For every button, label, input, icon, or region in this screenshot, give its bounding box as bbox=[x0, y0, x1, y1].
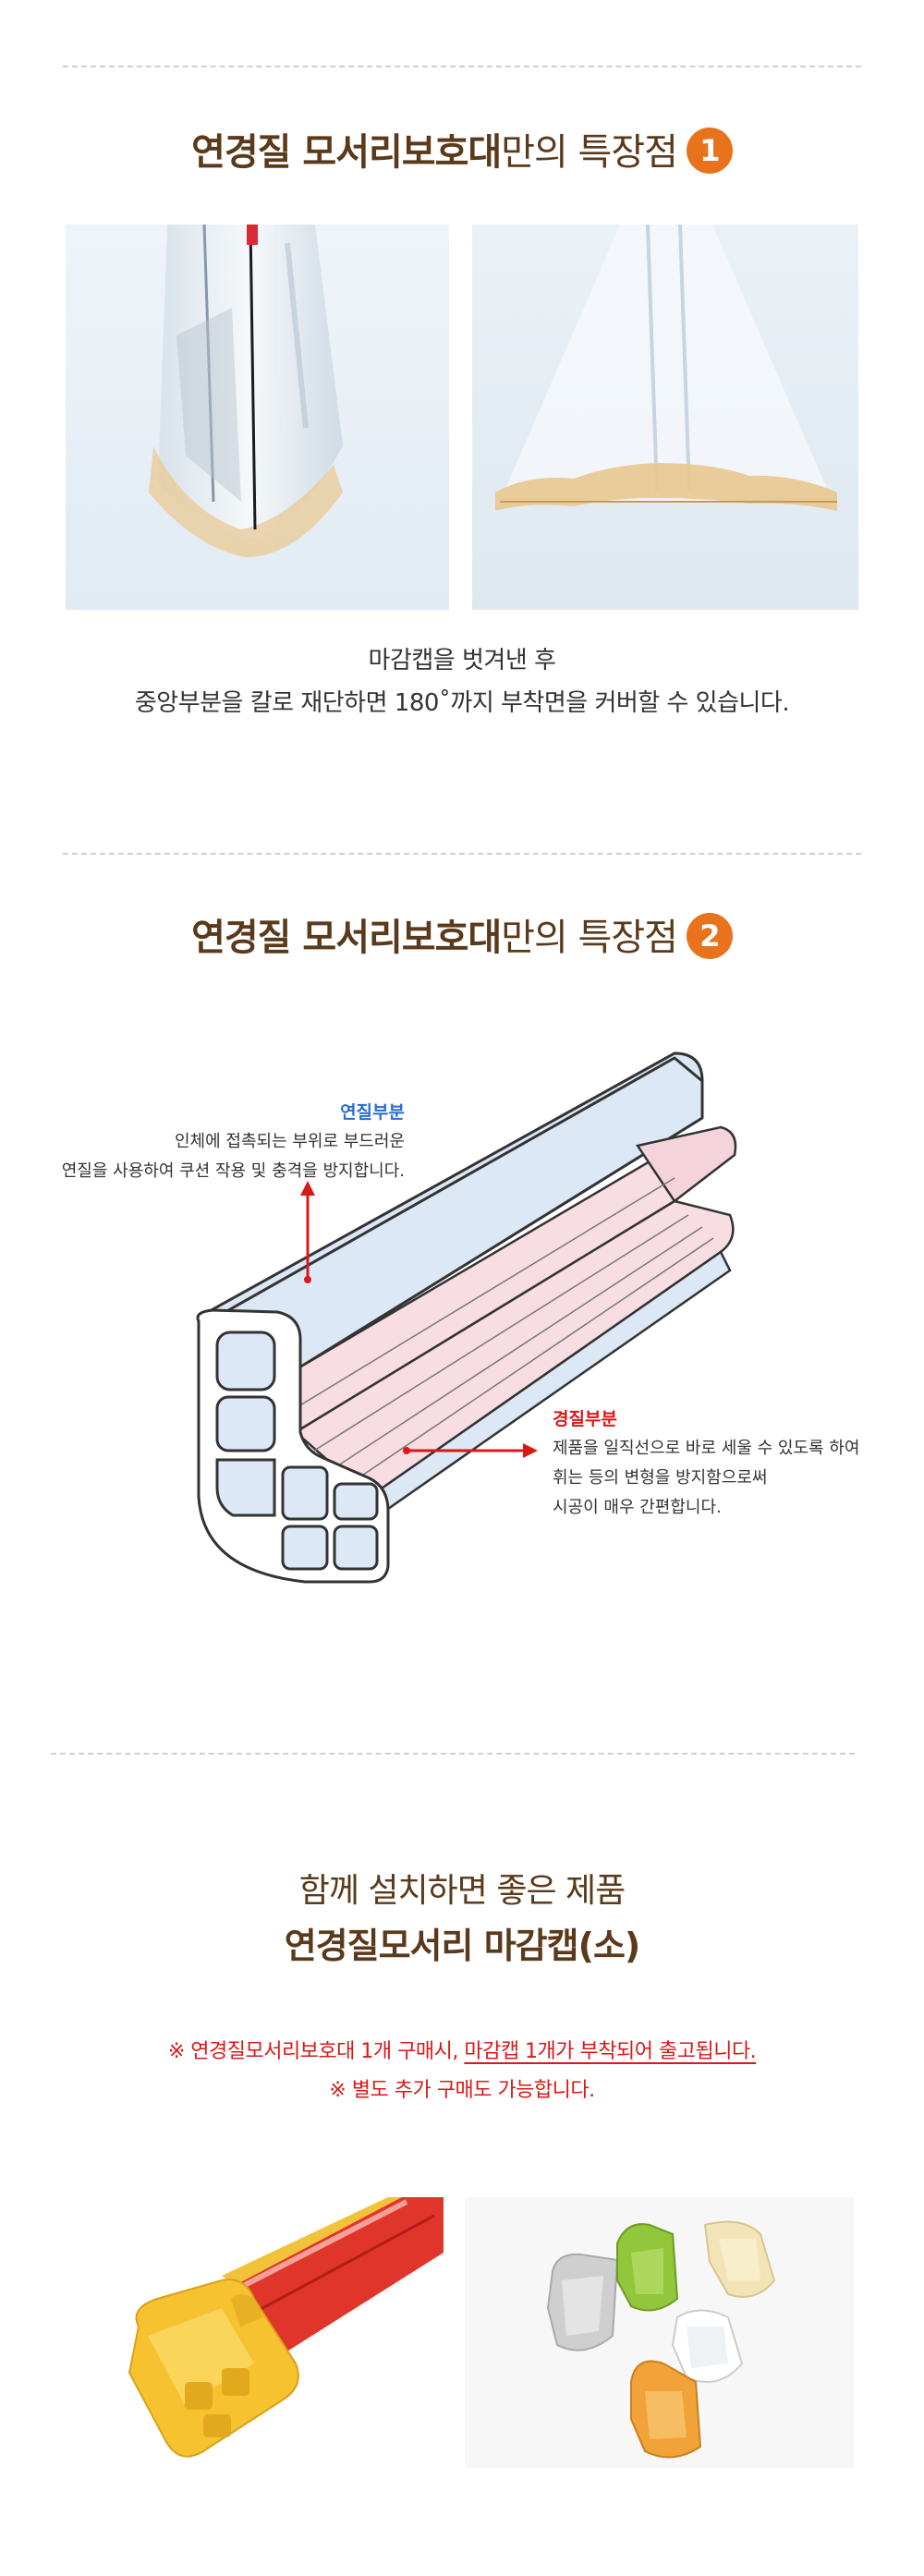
purchase-notice-line-2: ※ 별도 추가 구매도 가능합니다. bbox=[329, 2079, 595, 2102]
hard-part-desc-line-2: 휘는 등의 변형을 방지함으로써 bbox=[553, 1468, 768, 1488]
purchase-notice: ※ 연경질모서리보호대 1개 구매시, 마감캡 1개가 부착되어 출고됩니다. … bbox=[0, 2033, 924, 2110]
feature-1-caption-line-1: 마감캡을 벗겨낸 후 bbox=[368, 647, 556, 674]
purchase-notice-line-1: ※ 연경질모서리보호대 1개 구매시, 마감캡 1개가 부착되어 출고됩니다. bbox=[0, 2033, 924, 2072]
section-divider-1 bbox=[63, 66, 861, 67]
flattened-protector-photo bbox=[472, 225, 858, 610]
soft-part-callout: 연질부분 인체에 접촉되는 부위로 부드러운 연질을 사용하여 쿠션 작용 및 … bbox=[62, 1098, 405, 1186]
hard-part-desc-line-1: 제품을 일직선으로 바로 세울 수 있도록 하여 bbox=[553, 1439, 860, 1458]
notice-line-1-underlined: 마감캡 1개가 부착되어 출고됩니다. bbox=[464, 2040, 757, 2063]
feature-1-caption-line-2: 중앙부분을 칼로 재단하면 180˚까지 부착면을 커버할 수 있습니다. bbox=[134, 689, 790, 717]
feature-1-number-badge: 1 bbox=[686, 128, 733, 174]
hard-part-desc-line-3: 시공이 매우 간편합니다. bbox=[553, 1498, 722, 1517]
soft-part-desc-line-1: 인체에 접촉되는 부위로 부드러운 bbox=[174, 1132, 405, 1151]
related-product-subtitle: 함께 설치하면 좋은 제품 bbox=[298, 1872, 626, 1910]
cut-protector-photo bbox=[66, 225, 449, 610]
feature-2-number-badge: 2 bbox=[686, 913, 733, 959]
feature-1-caption: 마감캡을 벗겨낸 후 중앙부분을 칼로 재단하면 180˚까지 부착면을 커버할… bbox=[0, 639, 924, 724]
related-product-title: 연경질모서리 마감캡(소) bbox=[284, 1926, 641, 1966]
feature-2-title-strong: 연경질 모서리보호대 bbox=[191, 917, 502, 959]
soft-part-desc-line-2: 연질을 사용하여 쿠션 작용 및 충격을 방지합니다. bbox=[61, 1161, 405, 1181]
soft-part-label: 연질부분 bbox=[340, 1102, 405, 1123]
feature-1-title-light: 만의 특장점 bbox=[501, 131, 678, 174]
feature-1-title-strong: 연경질 모서리보호대 bbox=[191, 131, 502, 174]
end-cap-yellow-photo: K.G bbox=[92, 2197, 444, 2468]
feature-2-title-light: 만의 특장점 bbox=[501, 917, 678, 959]
notice-line-1-prefix: ※ 연경질모서리보호대 1개 구매시, bbox=[167, 2040, 465, 2063]
end-cap-colors-photo bbox=[465, 2197, 854, 2468]
section-divider-3 bbox=[51, 1753, 855, 1755]
hard-part-callout: 경질부분 제품을 일직선으로 바로 세울 수 있도록 하여 휘는 등의 변형을 … bbox=[553, 1404, 859, 1523]
protector-structure-diagram: 연질부분 인체에 접촉되는 부위로 부드러운 연질을 사용하여 쿠션 작용 및 … bbox=[0, 1016, 924, 1589]
section-divider-2 bbox=[63, 853, 861, 855]
hard-part-label: 경질부분 bbox=[553, 1409, 617, 1429]
